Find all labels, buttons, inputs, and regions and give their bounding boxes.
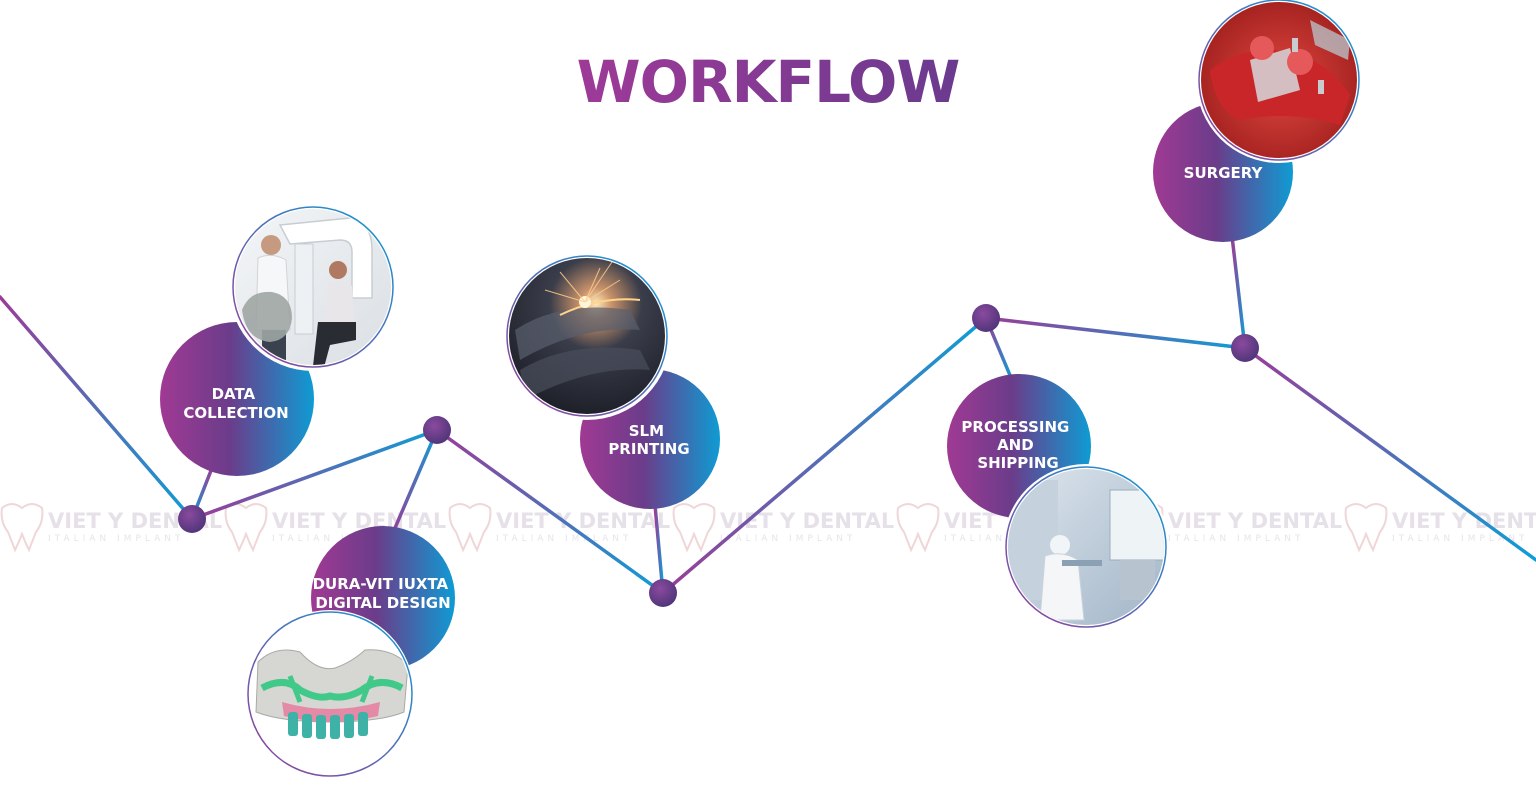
path-node [972,304,1000,332]
watermark-brand: VIET Y DENTAL [1168,509,1342,533]
watermark-tagline: ITALIAN IMPLANT [1168,534,1304,544]
connector-slm-printing [653,503,665,595]
watermark-tagline: ITALIAN IMPLANT [496,534,632,544]
step-label: DATA COLLECTION [183,385,288,422]
watermark-brand: VIET Y DENTAL [272,509,446,533]
path-node [423,416,451,444]
watermark-brand: VIET Y DENTAL [496,509,670,533]
tooth-icon [896,503,940,553]
watermark-tagline: ITALIAN IMPLANT [48,534,184,544]
step-label: SURGERY [1184,164,1264,182]
step-data-collection: DATA COLLECTION [160,203,397,476]
path-segment [984,316,1247,350]
laser-printing-photo [503,252,671,420]
path-segment [435,428,665,595]
connector-surgery [1230,234,1247,350]
digital-design-render [246,610,414,778]
path-segment [190,428,439,521]
watermark-tagline: ITALIAN IMPLANT [720,534,856,544]
workflow-path [0,295,1536,595]
surgery-photo [1196,0,1362,163]
step-slm-printing: SLM PRINTING [503,252,720,509]
step-processing-shipping: PROCESSING AND SHIPPING [947,374,1169,630]
path-segment [0,295,194,521]
path-node [1231,334,1259,362]
path-nodes [178,304,1259,607]
tooth-icon [0,503,44,553]
path-segment [1243,346,1536,562]
lab-processing-photo [1003,464,1169,630]
step-label: SLM PRINTING [608,422,689,458]
tooth-icon [448,503,492,553]
connector-digital-design [390,428,439,537]
page-title: WORKFLOW [577,48,960,116]
step-digital-design: DURA-VIT IUXTA DIGITAL DESIGN [246,526,455,778]
path-node [178,505,206,533]
tooth-icon [672,503,716,553]
step-surgery: SURGERY [1153,0,1362,242]
dental-scanner-photo [229,203,397,371]
path-node [649,579,677,607]
path-segment [661,316,988,595]
watermark-brand: VIET Y DENTAL [1392,509,1536,533]
watermark-tagline: ITALIAN IMPLANT [1392,534,1528,544]
tooth-icon [224,503,268,553]
step-label: PROCESSING AND SHIPPING [961,418,1074,472]
watermark-tagline: ITALIAN IMPLANT [272,534,408,544]
step-label: DURA-VIT IUXTA DIGITAL DESIGN [313,575,454,612]
tooth-icon [1344,503,1388,553]
